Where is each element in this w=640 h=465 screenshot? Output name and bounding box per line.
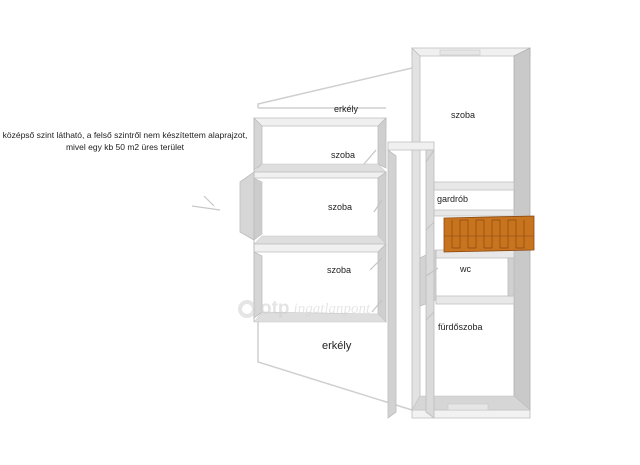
label-szoba-right: szoba — [451, 110, 476, 120]
label-furdoszoba: fürdőszoba — [438, 322, 483, 332]
left-rooms-walls — [239, 117, 387, 323]
label-szoba-1: szoba — [331, 150, 356, 160]
plan-note-line-2: mivel egy kb 50 m2 üres terület — [65, 141, 185, 152]
watermark: otp ingatlanpont — [238, 296, 370, 322]
corridor — [387, 141, 435, 419]
plan-note: középső szint látható, a felső szintről … — [2, 130, 248, 153]
plan-note-line-1: középső szint látható, a felső szintről … — [2, 130, 248, 140]
label-wc: wc — [460, 264, 471, 274]
label-erkely-bottom: erkély — [322, 340, 352, 352]
balcony-outline-top — [257, 67, 413, 109]
watermark-subtext: ingatlanpont — [293, 300, 371, 317]
label-szoba-3: szoba — [327, 265, 352, 275]
staircase — [443, 215, 535, 253]
door-swings — [363, 149, 439, 321]
label-erkely-top: erkély — [334, 104, 359, 114]
balcony-outline-bottom — [257, 322, 413, 411]
right-wing-walls — [411, 47, 531, 419]
watermark-logo-icon — [238, 300, 256, 318]
label-gardrob: gardrób — [437, 194, 469, 204]
label-szoba-2: szoba — [328, 202, 353, 212]
window-marker — [191, 195, 221, 211]
watermark-brand: otp — [260, 298, 290, 319]
